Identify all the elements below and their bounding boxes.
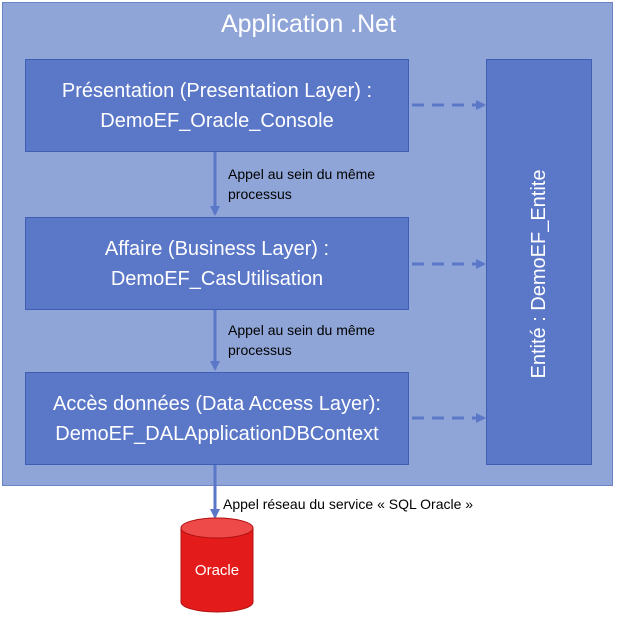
entity-box (486, 59, 592, 465)
data-access-layer-box: Accès données (Data Access Layer): DemoE… (25, 372, 409, 465)
presentation-layer-title: Présentation (Presentation Layer) : (61, 79, 373, 102)
business-layer-project: DemoEF_CasUtilisation (110, 267, 324, 290)
call-label-1-line2: processus (228, 186, 292, 202)
database-label: Oracle (194, 562, 240, 579)
call-label-2-line2: processus (228, 342, 292, 358)
call-label-1: Appel au sein du même processus (228, 164, 375, 204)
presentation-layer-project: DemoEF_Oracle_Console (100, 109, 334, 132)
network-call-label: Appel réseau du service « SQL Oracle » (223, 496, 474, 512)
database-cylinder-icon (180, 517, 254, 613)
data-access-layer-project: DemoEF_DALApplicationDBContext (55, 422, 379, 445)
business-layer-title: Affaire (Business Layer) : (104, 237, 330, 260)
diagram-title: Application .Net (220, 10, 397, 38)
presentation-layer-box: Présentation (Presentation Layer) : Demo… (25, 59, 409, 152)
data-access-layer-title: Accès données (Data Access Layer): (53, 392, 381, 415)
call-label-2-line1: Appel au sein du même (228, 322, 376, 338)
call-label-1-line1: Appel au sein du même (228, 166, 376, 182)
call-label-2: Appel au sein du même processus (228, 320, 375, 360)
business-layer-box: Affaire (Business Layer) : DemoEF_CasUti… (25, 217, 409, 310)
